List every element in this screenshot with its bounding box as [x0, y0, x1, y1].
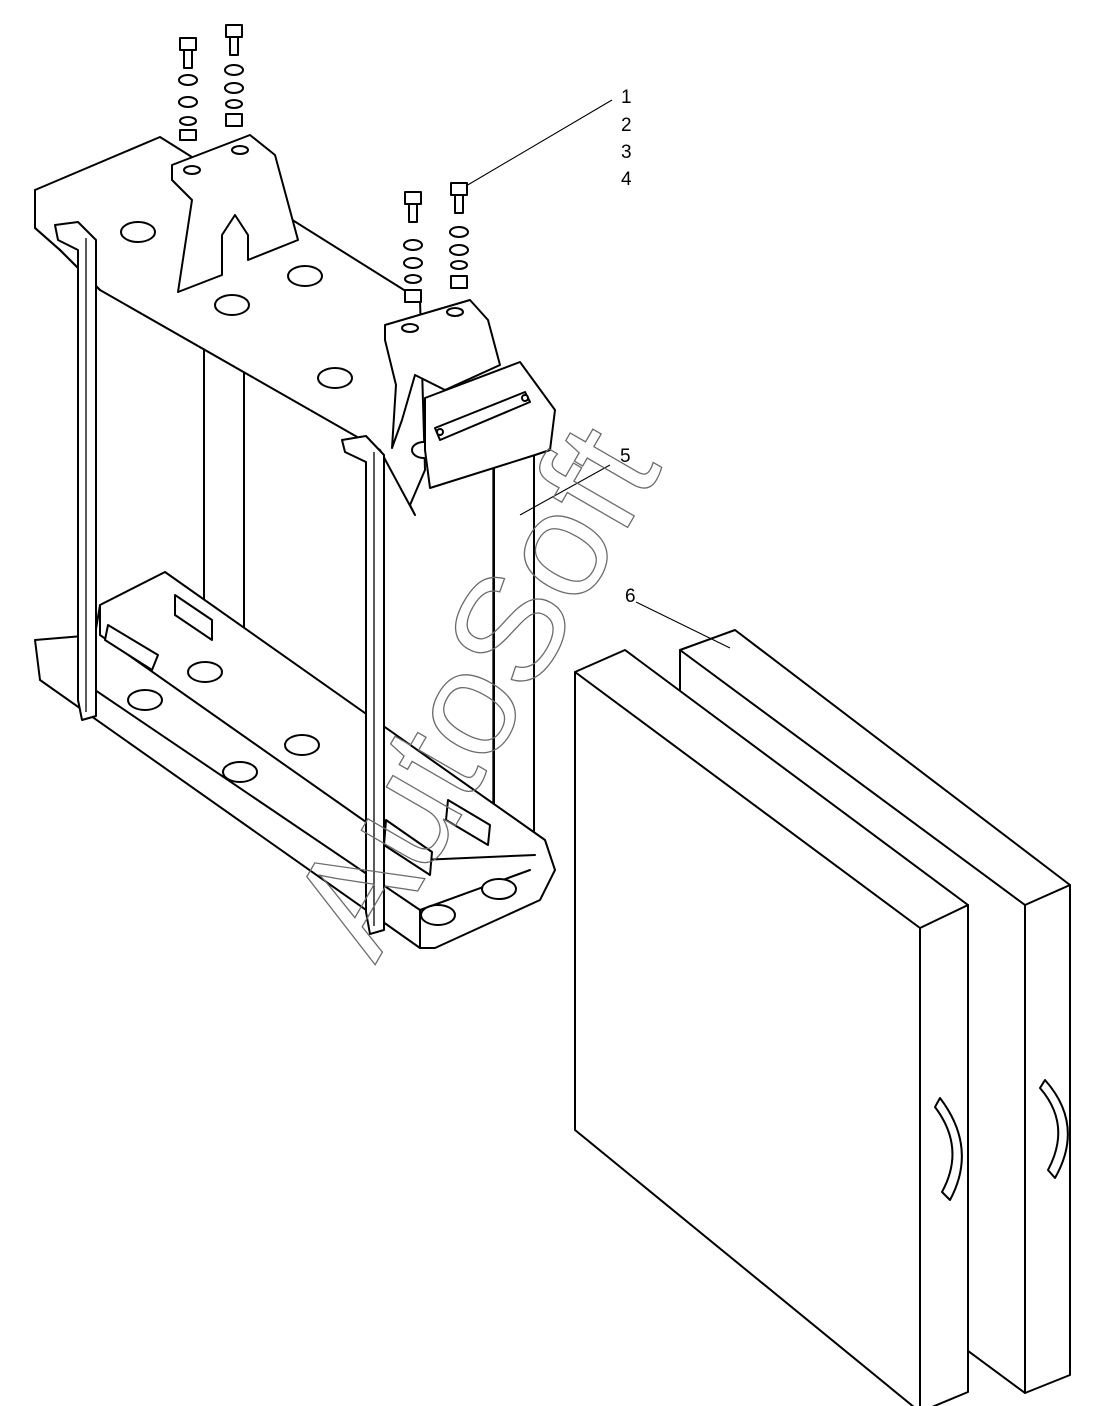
bolt-shank	[408, 203, 418, 223]
spring-washer	[403, 257, 423, 269]
washer	[403, 239, 423, 251]
washer	[178, 74, 198, 86]
callout-6: 6	[625, 586, 636, 607]
ballast-weight-front	[574, 649, 969, 1406]
bolt-head	[179, 37, 197, 51]
frame-hole	[214, 294, 250, 316]
callout-4: 4	[621, 169, 632, 190]
bolt-head	[225, 24, 243, 38]
nut	[225, 113, 243, 127]
frame-hole	[287, 265, 323, 287]
nut	[179, 129, 197, 141]
mounting-bracket-right	[384, 299, 556, 489]
tray-clip	[445, 799, 491, 846]
tray-hole	[187, 661, 223, 683]
callout-3: 3	[621, 142, 632, 163]
mounting-bracket-left	[171, 134, 299, 293]
tray-hole	[284, 734, 320, 756]
washer	[179, 116, 197, 126]
bolt-shank	[183, 49, 193, 69]
bolt-head	[404, 191, 422, 205]
bolt-shank	[229, 36, 239, 56]
fastener-stack-2	[224, 24, 244, 127]
leader-line-1	[465, 99, 613, 187]
spring-washer	[178, 96, 198, 108]
washer	[449, 226, 469, 238]
washer	[404, 274, 422, 284]
tray-clip	[174, 594, 213, 641]
callout-2: 2	[621, 115, 632, 136]
nut	[404, 289, 422, 303]
weight-handle	[934, 1097, 963, 1201]
callout-5: 5	[620, 446, 631, 467]
washer	[225, 99, 243, 109]
washer	[224, 64, 244, 76]
leader-line-5	[519, 464, 611, 516]
frame-rear-post-left	[203, 344, 245, 646]
fastener-stack-1	[178, 37, 198, 141]
bolt-shank	[454, 194, 464, 214]
frame-hole	[120, 221, 156, 243]
fastener-stack-4	[449, 182, 469, 289]
washer	[450, 260, 468, 270]
spring-washer	[449, 244, 469, 256]
bolt-head	[450, 182, 468, 196]
tray-hole	[222, 761, 258, 783]
nut	[450, 275, 468, 289]
spring-washer	[224, 82, 244, 94]
tray-hole	[481, 878, 517, 900]
weight-handle	[1039, 1079, 1069, 1179]
tray-hole	[420, 904, 456, 926]
tray-clip	[104, 624, 159, 671]
tray-hole	[127, 689, 163, 711]
cover-plate-slot	[434, 391, 531, 441]
leader-lines	[465, 99, 731, 649]
ballast-frame	[34, 136, 556, 949]
callout-1: 1	[621, 87, 632, 108]
fastener-stack-3	[403, 191, 423, 303]
frame-rear-post-right	[493, 454, 535, 836]
frame-hole	[317, 367, 353, 389]
leader-line-6	[635, 601, 731, 649]
